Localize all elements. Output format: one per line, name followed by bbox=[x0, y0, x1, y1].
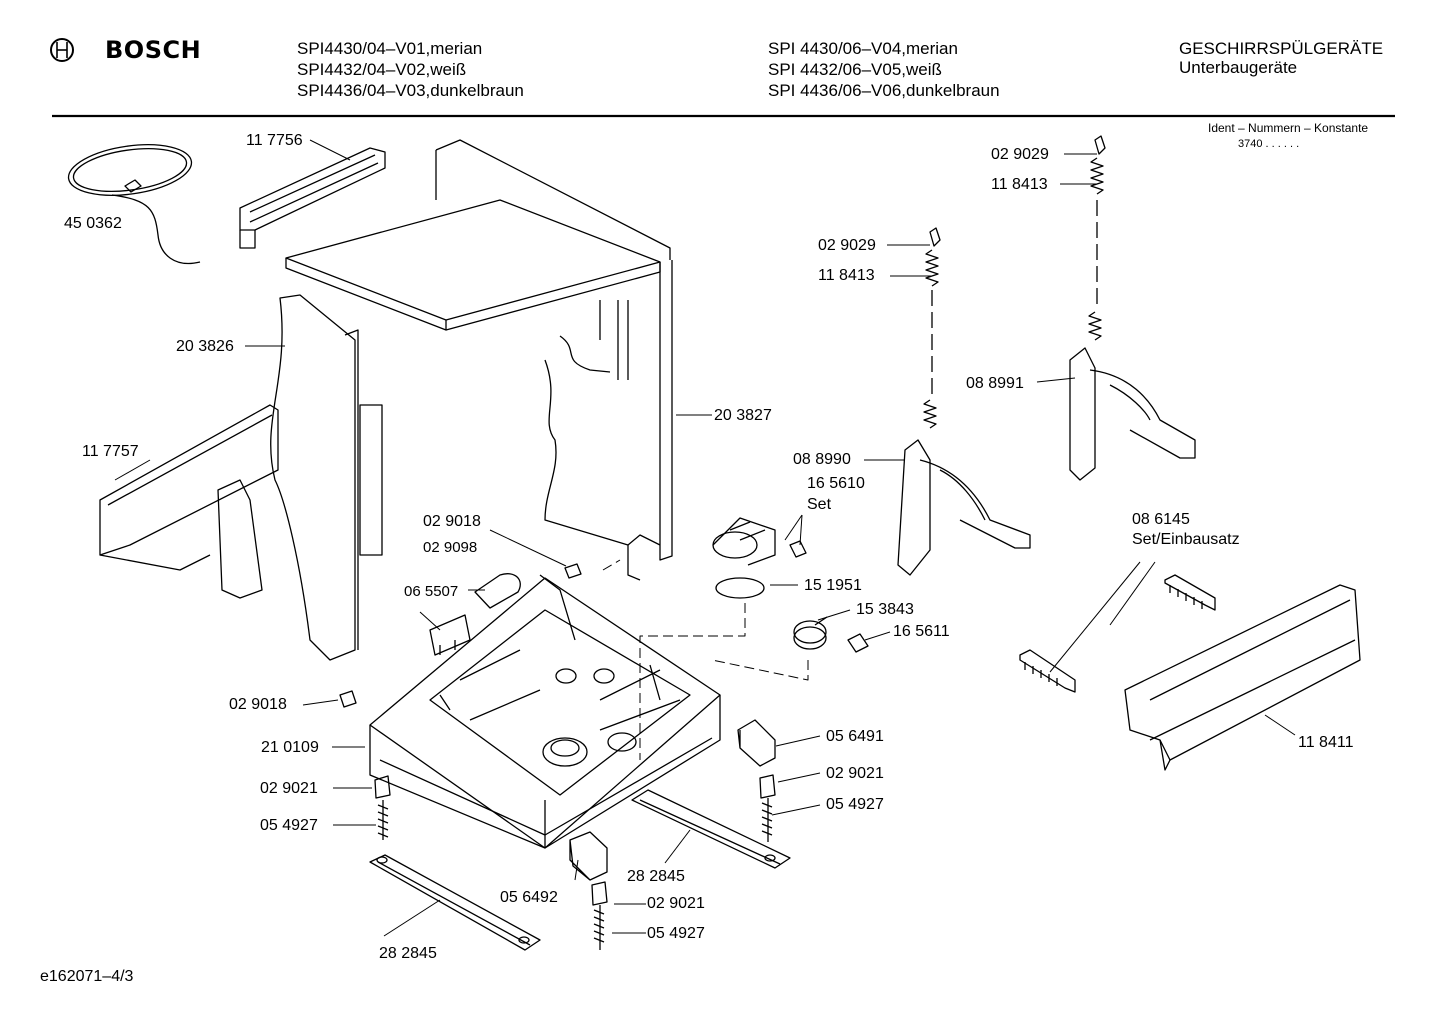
part-label: 11 8413 bbox=[991, 176, 1048, 193]
part-label: Set/Einbausatz bbox=[1132, 531, 1240, 548]
top-panel-drawing bbox=[285, 199, 661, 331]
part-label: 05 4927 bbox=[647, 925, 705, 942]
part-label: 05 6491 bbox=[826, 728, 884, 745]
brand-name: BOSCH bbox=[105, 36, 202, 64]
part-label: 28 2845 bbox=[627, 868, 685, 885]
part-label: 45 0362 bbox=[64, 215, 122, 232]
part-label: 20 3826 bbox=[176, 338, 234, 355]
model-line: SPI 4430/06–V04,merian bbox=[768, 39, 958, 58]
bracket-056491-drawing bbox=[737, 719, 776, 767]
bracket-056492-drawing bbox=[569, 831, 608, 881]
category-block: GESCHIRRSPÜLGERÄTE Unterbaugeräte bbox=[1179, 38, 1383, 78]
part-label: 11 7756 bbox=[246, 132, 303, 149]
rail-117757-drawing bbox=[99, 404, 279, 599]
disc-151951-drawing bbox=[715, 577, 765, 599]
model-line: SPI4432/04–V02,weiß bbox=[297, 60, 467, 79]
foot-left-drawing bbox=[374, 775, 391, 840]
part-label: 11 8411 bbox=[1298, 734, 1354, 751]
part-label: 02 9021 bbox=[647, 895, 705, 912]
plinth-bracket-right-drawing bbox=[631, 789, 791, 869]
part-label: 21 0109 bbox=[261, 739, 319, 756]
part-label: 28 2845 bbox=[379, 945, 437, 962]
model-line: SPI4436/04–V03,dunkelbraun bbox=[297, 81, 524, 100]
part-label: 06 5507 bbox=[404, 583, 459, 600]
mounting-strip-small-2-drawing bbox=[1019, 649, 1076, 693]
model-list-1: SPI4430/04–V01,merian SPI4432/04–V02,wei… bbox=[297, 38, 524, 101]
model-line: SPI 4432/06–V05,weiß bbox=[768, 60, 942, 79]
part-label: 05 4927 bbox=[826, 796, 884, 813]
part-label: 02 9021 bbox=[260, 780, 318, 797]
cabinet-frame-drawing bbox=[435, 139, 673, 581]
plinth-bracket-left-drawing bbox=[369, 854, 541, 951]
base-tub-drawing bbox=[369, 574, 721, 849]
plug-165611-drawing bbox=[847, 633, 869, 653]
part-label: 15 1951 bbox=[804, 577, 862, 594]
subcategory-title: Unterbaugeräte bbox=[1179, 58, 1298, 77]
part-label: 11 8413 bbox=[818, 267, 875, 284]
pump-153843-drawing bbox=[793, 616, 828, 650]
part-label: 02 9021 bbox=[826, 765, 884, 782]
connector-065507-drawing bbox=[429, 614, 471, 656]
ident-label: Ident – Nummern – Konstante bbox=[1208, 121, 1369, 135]
part-label: 11 7757 bbox=[82, 443, 139, 460]
sensor-029098-drawing bbox=[474, 573, 521, 609]
hinge-left-drawing bbox=[897, 227, 1031, 576]
power-cable-drawing bbox=[67, 144, 201, 264]
part-label: 16 5610 bbox=[807, 475, 865, 492]
toe-kick-118411-drawing bbox=[1124, 584, 1361, 771]
part-label: 02 9029 bbox=[818, 237, 876, 254]
part-label: 05 4927 bbox=[260, 817, 318, 834]
category-title: GESCHIRRSPÜLGERÄTE bbox=[1179, 39, 1384, 58]
foot-mid-drawing bbox=[591, 881, 608, 950]
part-label: 08 6145 bbox=[1132, 511, 1190, 528]
clip-029018-top-drawing bbox=[564, 563, 582, 579]
part-label: 02 9029 bbox=[991, 146, 1049, 163]
part-label: 05 6492 bbox=[500, 889, 558, 906]
clip-029018-left-drawing bbox=[339, 690, 357, 708]
part-label: 02 9018 bbox=[229, 696, 287, 713]
model-line: SPI4430/04–V01,merian bbox=[297, 39, 483, 58]
side-panel-203826-drawing bbox=[270, 294, 383, 661]
part-label: 02 9098 bbox=[423, 539, 478, 556]
ident-value: 3740 . . . . . . bbox=[1238, 138, 1300, 150]
drawing-id: e162071–4/3 bbox=[40, 968, 134, 985]
part-label: 08 8990 bbox=[793, 451, 851, 468]
part-label: Set bbox=[807, 496, 832, 513]
part-label: 02 9018 bbox=[423, 513, 481, 530]
bosch-logo-icon bbox=[50, 38, 74, 62]
model-list-2: SPI 4430/06–V04,merian SPI 4432/06–V05,w… bbox=[768, 38, 1000, 101]
pressure-switch-165610-drawing bbox=[712, 517, 807, 566]
part-label: 15 3843 bbox=[856, 601, 914, 618]
part-label: 20 3827 bbox=[714, 407, 772, 424]
part-label: 08 8991 bbox=[966, 375, 1024, 392]
foot-right-drawing bbox=[759, 774, 776, 842]
hinge-right-drawing bbox=[1069, 135, 1196, 481]
mounting-strip-small-1-drawing bbox=[1164, 574, 1216, 611]
part-label: 16 5611 bbox=[893, 623, 950, 640]
rail-117756-drawing bbox=[239, 147, 386, 249]
model-line: SPI 4436/06–V06,dunkelbraun bbox=[768, 81, 1000, 100]
